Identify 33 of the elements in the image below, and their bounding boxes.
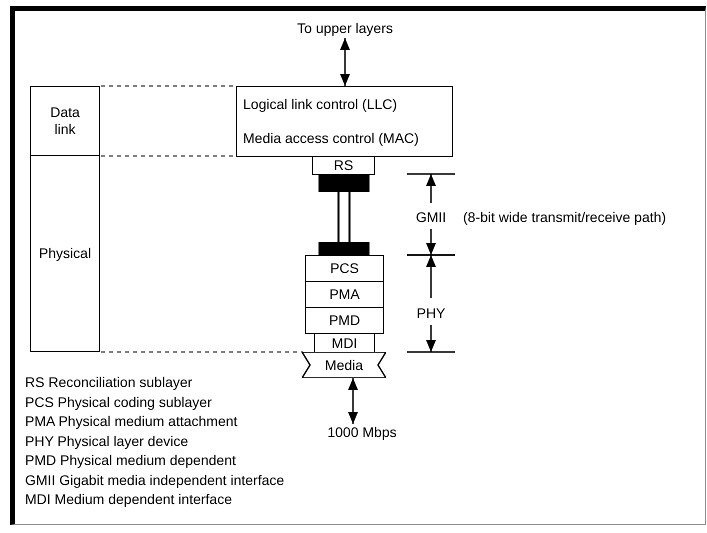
layer-box <box>305 281 384 308</box>
box-label: Data link <box>49 104 81 138</box>
legend-text: PCS Physical coding sublayer <box>25 394 212 410</box>
layer-box <box>312 156 375 175</box>
box-label: RS <box>334 157 354 174</box>
layer-box <box>305 307 384 334</box>
box-label: PMD <box>328 312 360 329</box>
box-label: Media access control (MAC) <box>243 130 419 148</box>
layer-box <box>305 255 384 282</box>
dimension-label: GMII <box>416 209 446 225</box>
box-label: Logical link control (LLC) <box>243 96 398 113</box>
arrow <box>348 378 358 424</box>
box-label: Media <box>324 357 364 373</box>
box-label: Physical <box>38 245 92 262</box>
legend-text: RS Reconciliation sublayer <box>25 374 192 390</box>
layer-box <box>30 86 100 156</box>
media-shape <box>302 352 386 378</box>
layer-box <box>314 333 375 353</box>
legend-text: MDI Medium dependent interface <box>25 491 232 507</box>
box-label: MDI <box>332 334 358 352</box>
layer-box <box>236 86 453 157</box>
box-label: PMA <box>329 286 360 303</box>
legend-text: PMD Physical medium dependent <box>25 452 236 468</box>
legend-text: PHY Physical layer device <box>25 432 188 448</box>
text-label: To upper layers <box>297 20 393 36</box>
legend-text: GMII Gigabit media independent interface <box>25 472 284 488</box>
box-label: PCS <box>330 260 359 277</box>
dimension-label: PHY <box>416 305 446 321</box>
arrow <box>340 38 350 86</box>
text-label: 1000 Mbps <box>327 424 397 440</box>
dimension-note: (8-bit wide transmit/receive path) <box>463 209 666 225</box>
legend-text: PMA Physical medium attachment <box>25 413 238 429</box>
layer-box <box>30 155 100 352</box>
